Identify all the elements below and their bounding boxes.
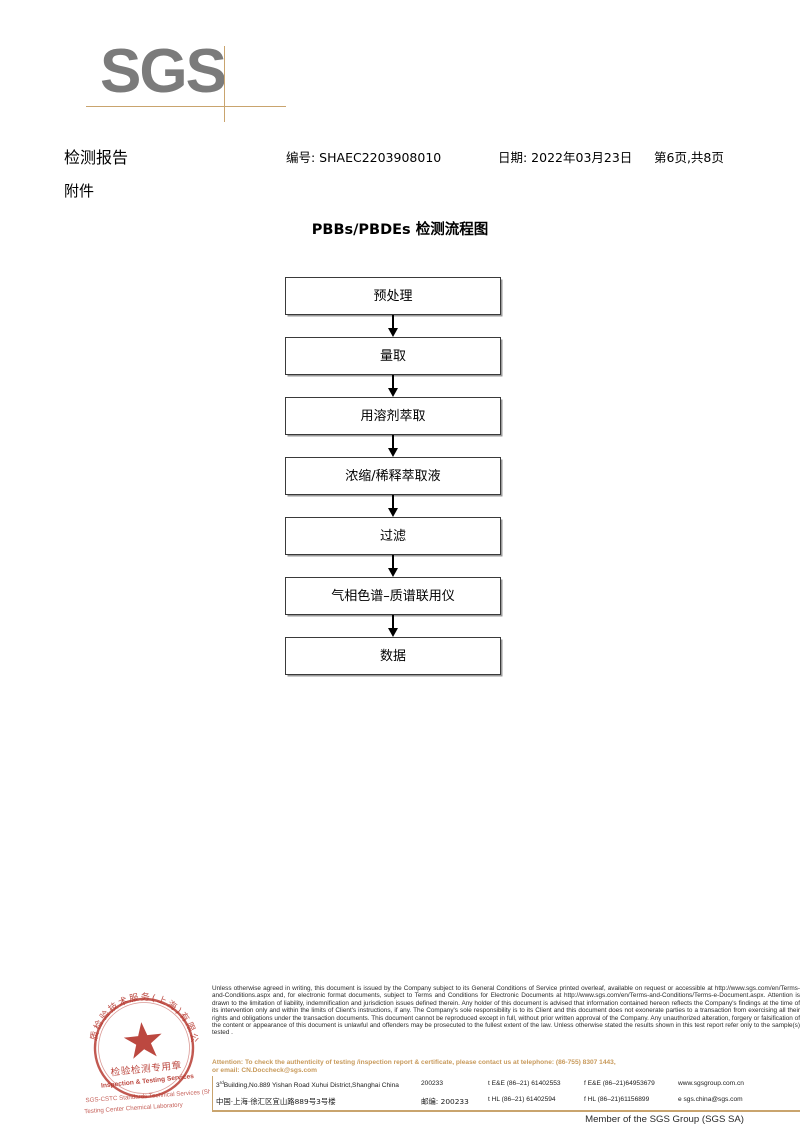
arrow-shaft <box>392 555 394 570</box>
header-row: 检测报告 编号: SHAEC2203908010 日期: 2022年03月23日… <box>64 144 754 172</box>
sgs-logo: SGS <box>86 37 360 122</box>
attention-notice: Attention: To check the authenticity of … <box>212 1059 800 1075</box>
flow-arrow-down-icon <box>285 315 501 337</box>
flow-step-label: 过滤 <box>379 528 406 544</box>
logo-horizontal-rule <box>86 106 286 107</box>
attachment-label: 附件 <box>64 182 95 200</box>
svg-text:Testing Center Chemical Labora: Testing Center Chemical Laboratory <box>84 1101 184 1114</box>
address-left-rule <box>212 1076 213 1110</box>
arrow-shaft <box>392 615 394 630</box>
flow-step-label: 预处理 <box>373 288 413 304</box>
sgs-logo-text: SGS <box>100 37 227 106</box>
flow-step-box: 预处理 <box>285 277 501 315</box>
flow-step-label: 数据 <box>379 648 406 664</box>
address-row-cn: 中国·上海·徐汇区宜山路889号3号楼 邮编: 200233 t HL (86–… <box>216 1092 800 1109</box>
flow-step-box: 量取 <box>285 337 501 375</box>
address-row-en: 3rdBuilding,No.889 Yishan Road Xuhui Dis… <box>216 1076 800 1093</box>
attention-line-2: or email: CN.Doccheck@sgs.com <box>212 1067 318 1074</box>
address-tel-en: t E&E (86–21) 61402553 <box>488 1080 561 1087</box>
arrow-head <box>388 328 398 337</box>
flowchart: 预处理 量取 用溶剂萃取 浓缩/稀释萃取液 过滤 <box>285 277 503 675</box>
address-street-cn: 中国·上海·徐汇区宜山路889号3号楼 <box>216 1097 336 1106</box>
street-ordinal: rd <box>219 1080 224 1085</box>
flow-step-box: 浓缩/稀释萃取液 <box>285 457 501 495</box>
arrow-shaft <box>392 495 394 510</box>
page-footer: 质检验技术服务(上海)有限公司 检验检测专用章 Inspection & Tes… <box>0 960 800 1131</box>
flow-arrow-down-icon <box>285 375 501 397</box>
arrow-head <box>388 628 398 637</box>
report-header: 检测报告 编号: SHAEC2203908010 日期: 2022年03月23日… <box>64 144 754 204</box>
arrow-head <box>388 568 398 577</box>
page-indicator: 第6页,共8页 <box>654 150 724 165</box>
address-fax-en: f E&E (86–21)64953679 <box>584 1080 655 1087</box>
flow-step-label: 用溶剂萃取 <box>360 408 426 424</box>
flow-step-label: 量取 <box>379 348 406 364</box>
address-tel-cn: t HL (86–21) 61402594 <box>488 1096 556 1103</box>
street-prefix: 3 <box>216 1082 220 1090</box>
report-number: 编号: SHAEC2203908010 <box>286 150 442 165</box>
member-of-sgs-group: Member of the SGS Group (SGS SA) <box>585 1114 744 1125</box>
address-zip-en: 200233 <box>421 1080 444 1087</box>
logo-vertical-rule <box>224 46 225 122</box>
report-date: 日期: 2022年03月23日 <box>498 150 633 165</box>
address-fax-cn: f HL (86–21)61156899 <box>584 1096 650 1103</box>
arrow-shaft <box>392 375 394 390</box>
flow-arrow-down-icon <box>285 555 501 577</box>
address-zip-cn: 邮编: 200233 <box>421 1097 469 1106</box>
flow-step-label: 浓缩/稀释萃取液 <box>345 468 441 484</box>
address-block: 3rdBuilding,No.889 Yishan Road Xuhui Dis… <box>212 1076 800 1112</box>
flow-arrow-down-icon <box>285 435 501 457</box>
flow-step-box: 过滤 <box>285 517 501 555</box>
flow-step-box: 气相色谱–质谱联用仪 <box>285 577 501 615</box>
flow-arrow-down-icon <box>285 615 501 637</box>
company-stamp: 质检验技术服务(上海)有限公司 检验检测专用章 Inspection & Tes… <box>78 982 210 1114</box>
arrow-shaft <box>392 435 394 450</box>
legal-paragraph: Unless otherwise agreed in writing, this… <box>212 985 800 1037</box>
attention-line-1: Attention: To check the authenticity of … <box>212 1059 616 1066</box>
address-email: e sgs.china@sgs.com <box>678 1096 743 1103</box>
flow-step-box: 数据 <box>285 637 501 675</box>
arrow-head <box>388 388 398 397</box>
flowchart-title: PBBs/PBDEs 检测流程图 <box>311 222 489 238</box>
flow-step-label: 气相色谱–质谱联用仪 <box>331 588 455 604</box>
arrow-shaft <box>392 315 394 330</box>
street-rest: Building,No.889 Yishan Road Xuhui Distri… <box>223 1082 399 1090</box>
legal-terms-text: Unless otherwise agreed in writing, this… <box>212 985 800 1037</box>
arrow-head <box>388 508 398 517</box>
page-title: 检测报告 <box>64 148 129 167</box>
address-website: www.sgsgroup.com.cn <box>678 1080 744 1087</box>
address-street-en: 3rdBuilding,No.889 Yishan Road Xuhui Dis… <box>216 1080 399 1089</box>
arrow-head <box>388 448 398 457</box>
flow-step-box: 用溶剂萃取 <box>285 397 501 435</box>
address-bottom-rule <box>212 1110 800 1112</box>
flow-arrow-down-icon <box>285 495 501 517</box>
